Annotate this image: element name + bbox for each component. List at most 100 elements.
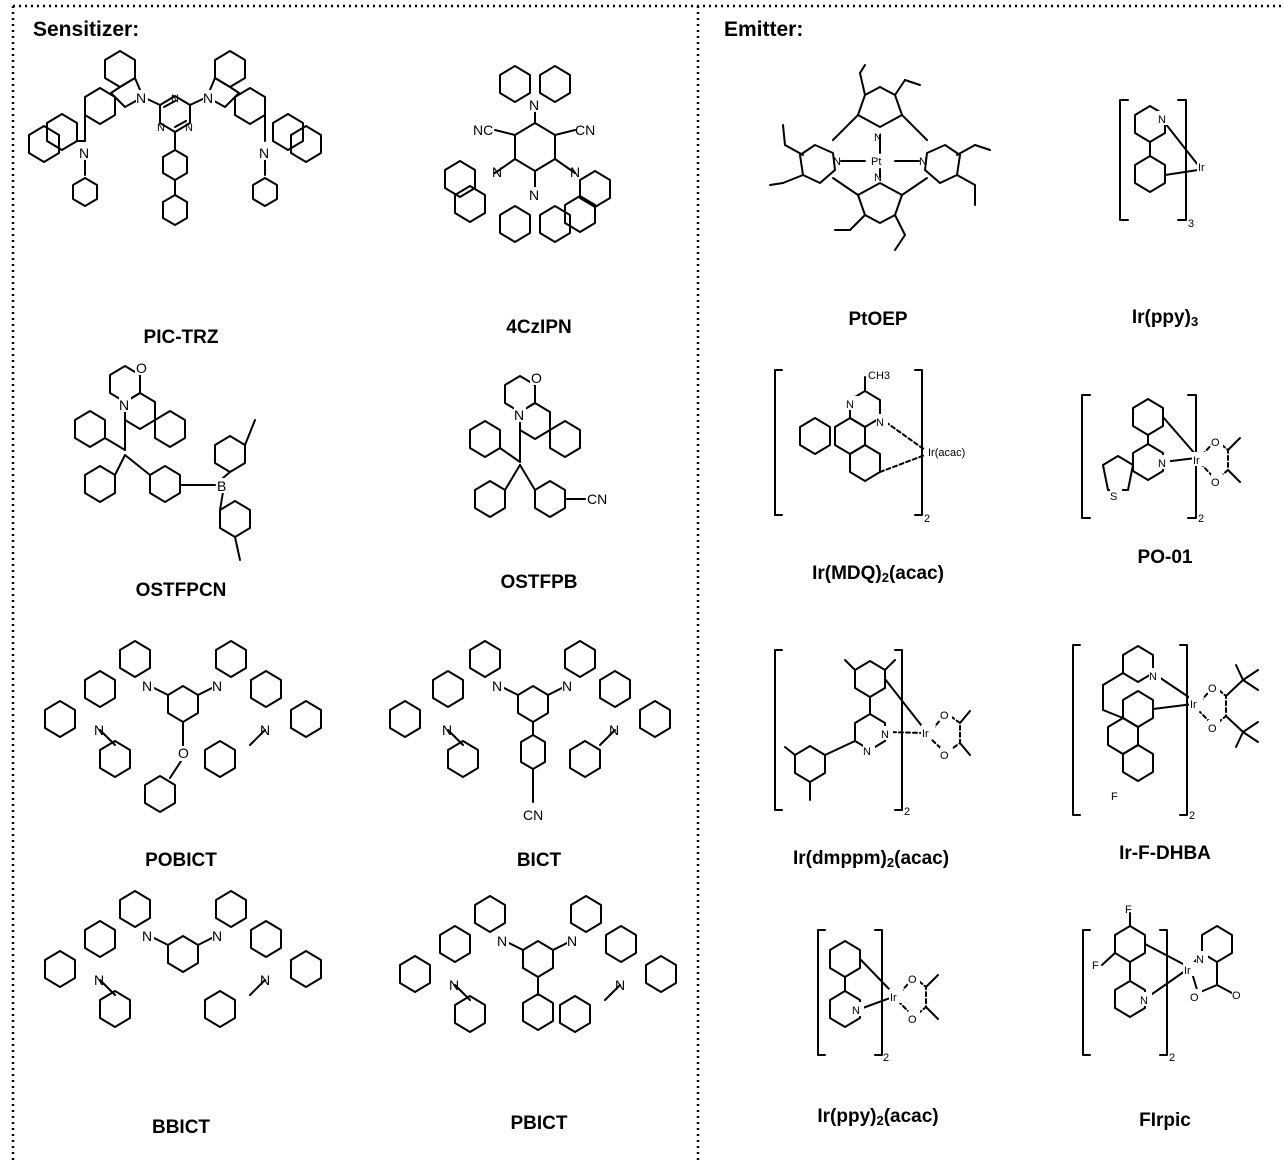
label-bict: BICT bbox=[516, 850, 562, 871]
structure-ir-dmppm-2-acac: N N Ir O O 2 bbox=[774, 649, 971, 818]
atom-ir: Ir bbox=[1193, 455, 1200, 467]
atom-cn: CN bbox=[523, 807, 543, 823]
label-firpic: FIrpic bbox=[1139, 1110, 1191, 1131]
structure-ir-ppy-2-acac: N Ir O O 2 bbox=[817, 929, 939, 1064]
structure-ptoep: N N N N Pt bbox=[769, 64, 991, 251]
atom-o: O bbox=[940, 710, 949, 722]
atom-ir: Ir bbox=[922, 728, 929, 740]
structure-pobict: N N N N O bbox=[44, 640, 322, 813]
atom-n: N bbox=[1158, 458, 1166, 470]
label-4czipn: 4CzIPN bbox=[506, 317, 572, 338]
structure-ir-mdq-2-acac: N N CH3 Ir(acac) 2 bbox=[774, 369, 987, 525]
subscript: 2 bbox=[1169, 1052, 1175, 1064]
atom-n: N bbox=[492, 164, 502, 180]
atom-n: N bbox=[1140, 995, 1148, 1007]
subscript: 2 bbox=[1189, 810, 1195, 822]
subscript: 2 bbox=[883, 1052, 889, 1064]
atom-n: N bbox=[1196, 954, 1204, 966]
atom-o: O bbox=[1211, 437, 1220, 449]
atom-n: N bbox=[874, 132, 882, 144]
atom-o: O bbox=[1190, 992, 1199, 1004]
subscript: 3 bbox=[1188, 218, 1194, 230]
atom-n: N bbox=[212, 678, 222, 694]
atom-o: O bbox=[178, 745, 189, 761]
structure-pic-trz: N N N N N N N bbox=[28, 50, 322, 226]
structure-bbict: N N N N bbox=[44, 890, 322, 1028]
atom-f: F bbox=[1111, 791, 1118, 803]
structure-ir-f-dhba: N Ir O O F 2 bbox=[1072, 644, 1259, 822]
atom-n: N bbox=[570, 164, 580, 180]
atom-b: B bbox=[217, 478, 226, 494]
sensitizer-heading: Sensitizer: bbox=[33, 18, 140, 41]
label-ir-dmppm-2-acac: Ir(dmppm)2(acac) bbox=[792, 848, 950, 870]
atom-n: N bbox=[449, 977, 459, 993]
atom-cn: CN bbox=[587, 491, 607, 507]
atom-n: N bbox=[1149, 671, 1157, 683]
structure-firpic: N Ir N O O F F 2 bbox=[1082, 904, 1244, 1064]
label-ir-mdq-2-acac: Ir(MDQ)2(acac) bbox=[812, 563, 944, 585]
atom-n: N bbox=[919, 156, 927, 168]
atom-n: N bbox=[846, 399, 854, 411]
emitter-heading: Emitter: bbox=[724, 18, 804, 41]
structure-4czipn: N N N N NC CN bbox=[444, 65, 611, 243]
label-pobict: POBICT bbox=[145, 850, 217, 871]
atom-n: N bbox=[94, 722, 104, 738]
atom-ir: Ir bbox=[1190, 699, 1197, 711]
label-ir-ppy-2-acac: Ir(ppy)2(acac) bbox=[817, 1106, 939, 1128]
structure-ir-ppy-3: N Ir 3 bbox=[1119, 99, 1211, 230]
atom-n: N bbox=[157, 122, 165, 134]
atom-f: F bbox=[1092, 960, 1099, 972]
atom-o: O bbox=[940, 750, 949, 762]
atom-n: N bbox=[260, 972, 270, 988]
label-ostfpcn: OSTFPCN bbox=[135, 580, 227, 601]
atom-n: N bbox=[874, 172, 882, 184]
label-ptoep: PtOEP bbox=[848, 309, 908, 330]
atom-n: N bbox=[94, 972, 104, 988]
atom-ir: Ir bbox=[1198, 162, 1205, 174]
atom-n: N bbox=[259, 145, 269, 161]
label-ir-f-dhba: Ir-F-DHBA bbox=[1119, 843, 1211, 864]
atom-n: N bbox=[492, 678, 502, 694]
atom-n: N bbox=[442, 722, 452, 738]
atom-n: N bbox=[567, 933, 577, 949]
atom-n: N bbox=[497, 933, 507, 949]
atom-n: N bbox=[79, 145, 89, 161]
atom-n: N bbox=[852, 1005, 860, 1017]
atom-n: N bbox=[142, 678, 152, 694]
atom-ch3: CH3 bbox=[868, 370, 890, 382]
atom-n: N bbox=[562, 678, 572, 694]
atom-n: N bbox=[529, 187, 539, 203]
atom-n: N bbox=[876, 417, 884, 429]
atom-n: N bbox=[136, 90, 146, 106]
label-po-01: PO-01 bbox=[1137, 547, 1193, 568]
atom-o: O bbox=[908, 974, 917, 986]
atom-o: O bbox=[1208, 723, 1217, 735]
atom-n: N bbox=[260, 722, 270, 738]
atom-s: S bbox=[1110, 491, 1117, 503]
atom-n: N bbox=[833, 156, 841, 168]
subscript: 2 bbox=[924, 513, 930, 525]
label-pic-trz: PIC-TRZ bbox=[143, 327, 219, 348]
atom-o: O bbox=[1232, 990, 1241, 1002]
structure-ostfpcn: N O B bbox=[74, 360, 256, 561]
subscript: 2 bbox=[1198, 513, 1204, 525]
atom-o: O bbox=[136, 360, 147, 376]
atom-n: N bbox=[171, 93, 179, 105]
structure-pbict: N N N N bbox=[399, 895, 677, 1033]
atom-cn: CN bbox=[575, 122, 595, 138]
atom-o: O bbox=[531, 370, 542, 386]
structure-po-01: N S Ir O O 2 bbox=[1081, 394, 1241, 525]
atom-f: F bbox=[1125, 904, 1132, 916]
atom-n: N bbox=[881, 729, 889, 741]
label-pbict: PBICT bbox=[510, 1113, 568, 1134]
atom-o: O bbox=[1211, 477, 1220, 489]
atom-n: N bbox=[119, 397, 129, 413]
atom-pt: Pt bbox=[871, 156, 881, 168]
atom-nc: NC bbox=[473, 122, 493, 138]
atom-n: N bbox=[203, 90, 213, 106]
atom-n: N bbox=[212, 928, 222, 944]
atom-n: N bbox=[615, 977, 625, 993]
atom-n: N bbox=[529, 97, 539, 113]
atom-ir-acac: Ir(acac) bbox=[928, 447, 965, 459]
